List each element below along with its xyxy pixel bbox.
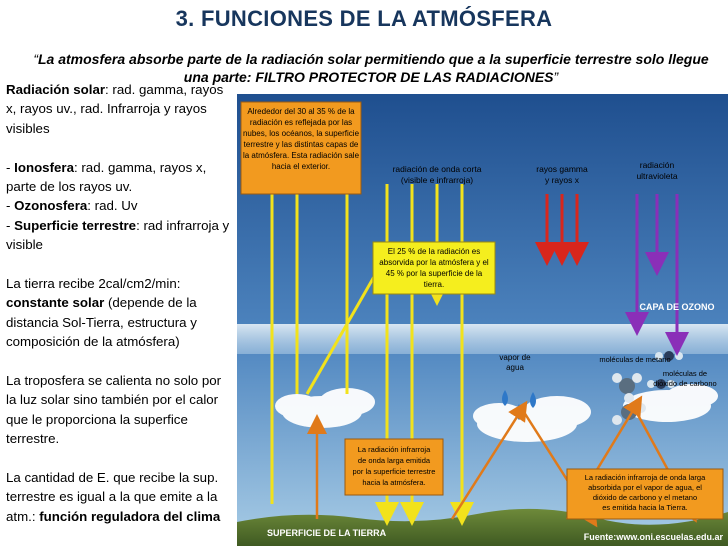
ozonosphere-prefix: - [6,198,15,214]
paragraph-solar-constant: La tierra recibe 2cal/cm2/min: constante… [6,274,234,352]
shortwave-line-2: (visible e infrarroja) [401,175,473,185]
methane-label: moléculas de metano [599,355,670,364]
co2-line-1: moléculas de [663,369,707,378]
earth-surface-text: : rad infrarroja y visible [6,217,230,253]
radiation-diagram: Alrededor del 30 al 35 % de la radiación… [237,94,728,546]
box3-line-3: por la superficie terrestre [353,467,436,476]
radiation-diagram-svg: Alrededor del 30 al 35 % de la radiación… [237,94,728,546]
shortwave-label: radiación de onda corta (visible e infra… [393,164,482,185]
solar-constant-intro: La tierra recibe 2cal/cm2/min: [6,276,181,292]
box2-line-1: El 25 % de la radiación es [388,247,481,256]
term-climate-function: función reguladora del clima [39,508,221,524]
box4-line-2: absorbida por el vapor de agua, el [588,483,702,492]
box4-line-1: La radiación infrarroja de onda larga [585,473,706,482]
box3-line-4: hacia la atmósfera. [362,478,425,487]
box1-line-3: nubes, los océanos, la superficie [243,129,360,138]
surface-label: SUPERFICIE DE LA TIERRA [267,528,387,538]
box1-line-1: Alrededor del 30 al 35 % de la [247,107,355,116]
box2-line-2: absorvida por la atmósfera y el [379,258,489,267]
paragraph-climate: La cantidad de E. que recibe la sup. ter… [6,468,234,526]
absorption-box-text: El 25 % de la radiación es absorvida por… [379,247,489,289]
climate-text: La cantidad de E. que recibe la sup. ter… [6,470,219,524]
title-bar: 3. FUNCIONES DE LA ATMÓSFERA [0,0,728,46]
uv-line-1: radiación [640,160,675,170]
box2-line-3: 45 % por la superficie de la [386,269,483,278]
intro-quote: “La atmosfera absorbe parte de la radiac… [24,50,718,86]
uv-line-2: ultravioleta [636,171,677,181]
quote-open-mark: “ [33,51,38,67]
box1-line-5: la atmósfera. Esta radiación sale [243,151,360,160]
absorption-box [372,241,496,295]
reflection-box-text: Alrededor del 30 al 35 % de la radiación… [243,107,360,171]
ground [237,508,728,546]
solar-radiation-text: : rad. gamma, rayos x, rayos uv., rad. I… [6,82,224,136]
quote-close-mark: ” [553,69,559,85]
source-credit: Fuente:www.oni.escuelas.edu.ar [584,532,724,542]
uv-label: radiación ultravioleta [636,160,677,181]
absorbed-infrared-box [566,468,724,520]
paragraph-troposphere: La troposfera se calienta no solo por la… [6,371,234,449]
term-earth-surface: Superficie terrestre [14,217,137,233]
vapor-line-1: vapor de [499,353,531,362]
slide-title: 3. FUNCIONES DE LA ATMÓSFERA [175,6,553,31]
term-ionosphere: Ionosfera [14,159,74,175]
absorbed-box-text: La radiación infrarroja de onda larga ab… [585,473,706,512]
gamma-label: rayos gamma y rayos x [536,164,588,185]
box1-line-6: hacia el exterior. [272,162,330,171]
quote-text: La atmosfera absorbe parte de la radiaci… [38,51,709,85]
co2-label: moléculas de dióxido de carbono [653,369,716,388]
gamma-line-2: y rayos x [545,175,580,185]
surface-prefix: - [6,217,15,233]
uv-arrows [625,194,689,356]
cloud-left [275,388,375,428]
box1-line-2: radiación es reflejada por las [250,118,352,127]
box2-line-4: tierra. [424,280,444,289]
ionosphere-text: : rad. gamma, rayos x, parte de los rayo… [6,159,207,195]
ozonosphere-text: : rad. Uv [87,198,138,214]
box1-line-4: terrestre y las distintas capas de [244,140,359,149]
gamma-ray-arrows [535,194,589,266]
term-ozonosphere: Ozonosfera [14,198,88,214]
vapor-line-2: agua [506,363,524,372]
shortwave-line-1: radiación de onda corta [393,164,482,174]
box4-line-3: dióxido de carbono y el metano [593,493,697,502]
ozone-label: CAPA DE OZONO [639,302,714,312]
solar-constant-text: (depende de la distancia Sol-Tierra, est… [6,295,197,350]
longwave-box-text: La radiación infrarroja de onda larga em… [353,445,436,487]
cloud-right [623,384,718,422]
paragraph-layers: - Ionosfera: rad. gamma, rayos x, parte … [6,158,234,255]
reflection-box [240,101,362,195]
left-text-column: Radiación solar: rad. gamma, rayos x, ra… [6,80,234,546]
troposphere-text: La troposfera se calienta no solo por la… [6,373,222,447]
box3-line-2: de onda larga emitida [358,456,431,465]
ionosphere-prefix: - [6,159,15,175]
gamma-line-1: rayos gamma [536,164,588,174]
ozone-layer [237,324,728,354]
vapor-label: vapor de agua [499,353,531,372]
co2-line-2: dióxido de carbono [653,379,716,388]
box4-line-4: es emitida hacia la Tierra. [602,503,687,512]
term-solar-constant: constante solar [6,295,105,311]
box3-line-1: La radiación infrarroja [358,445,431,454]
longwave-emission-box [344,438,444,496]
term-solar-radiation: Radiación solar [6,82,106,97]
paragraph-solar-radiation: Radiación solar: rad. gamma, rayos x, ra… [6,80,234,138]
